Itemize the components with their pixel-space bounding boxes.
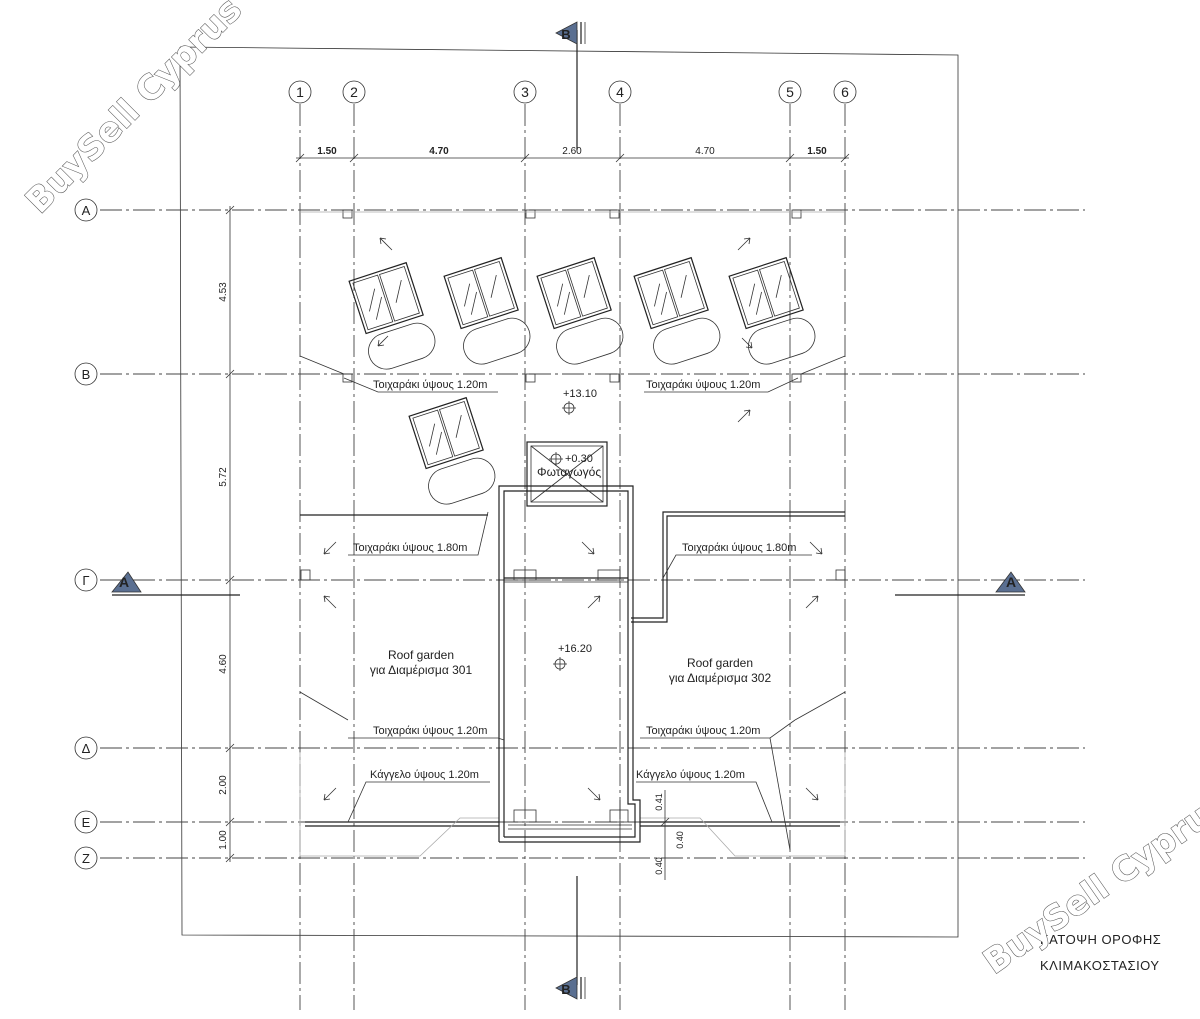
row-bubbles: A B Γ Δ E Z [74, 198, 98, 870]
column-bubble-5 [778, 80, 802, 104]
column-label-6: 6 [841, 84, 849, 100]
solar-heater [443, 256, 531, 365]
lightwell-level: +0.30 [565, 453, 593, 465]
svg-text:2.60: 2.60 [562, 146, 582, 157]
top-dimension-line: 1.50 4.70 2.60 4.70 1.50 [295, 146, 850, 163]
apartment-301-label: για Διαμέρισμα 301 [370, 663, 473, 677]
row-label-b: B [82, 367, 91, 382]
svg-text:A: A [119, 574, 129, 590]
title-line-1: ΚΑΤΟΨΗ ΟΡΟΦΗΣ [1040, 932, 1161, 947]
svg-text:5.72: 5.72 [218, 467, 229, 487]
lightwell: +0.30 Φωταγωγός [526, 441, 608, 507]
row-label-d: Δ [82, 741, 91, 756]
solar-heater [633, 256, 721, 365]
parapet-label-d-left: Τοιχαράκι ύψους 1.20m [373, 725, 487, 737]
svg-text:2.00: 2.00 [218, 775, 229, 795]
title-line-2: ΚΛΙΜΑΚΟΣΤΑΣΙΟΥ [1040, 958, 1160, 973]
parapet-label-g-right: Τοιχαράκι ύψους 1.80m [682, 542, 796, 554]
svg-text:4.70: 4.70 [429, 146, 449, 157]
column-label-1: 1 [296, 84, 304, 100]
row-label-a: A [82, 203, 91, 218]
row-label-e: E [82, 815, 91, 830]
level-upper: +13.10 [563, 388, 597, 400]
row-label-z: Z [82, 851, 90, 866]
leader-lines [343, 377, 812, 851]
columns-markers [300, 209, 846, 581]
solar-water-heaters [348, 256, 816, 505]
parapet-label-g-left: Τοιχαράκι ύψους 1.80m [353, 542, 467, 554]
svg-text:4.53: 4.53 [218, 282, 229, 302]
svg-text:B: B [561, 27, 570, 42]
column-bubble-3 [513, 80, 537, 104]
svg-text:4.70: 4.70 [695, 146, 715, 157]
level-markers: +13.10 +16.20 [553, 388, 597, 671]
roof-outline [299, 355, 846, 857]
solar-heater [728, 256, 816, 365]
drawing-title: ΚΑΤΟΨΗ ΟΡΟΦΗΣ ΚΛΙΜΑΚΟΣΤΑΣΙΟΥ [1040, 932, 1161, 973]
section-marker-b: B B [555, 21, 586, 1000]
svg-text:0.41: 0.41 [654, 793, 664, 811]
svg-text:1.50: 1.50 [807, 146, 827, 157]
svg-text:1.00: 1.00 [218, 830, 229, 850]
roof-garden-left: Roof garden [388, 648, 454, 662]
section-marker-a: A A [111, 571, 1026, 596]
lightwell-label: Φωταγωγός [537, 465, 601, 479]
column-label-5: 5 [786, 84, 794, 100]
svg-text:A: A [1006, 574, 1016, 590]
svg-text:1.50: 1.50 [317, 146, 337, 157]
watermark-top: BuySell Cyprus [18, 0, 250, 221]
parapet-label-d-right: Τοιχαράκι ύψους 1.20m [646, 725, 760, 737]
column-bubble-1 [288, 80, 312, 104]
column-bubbles: 1 2 3 4 5 6 [288, 80, 857, 104]
column-bubble-4 [608, 80, 632, 104]
svg-text:B: B [561, 982, 570, 997]
apartment-302-label: για Διαμέρισμα 302 [669, 671, 772, 685]
solar-heater [536, 256, 624, 365]
slope-arrows [323, 237, 823, 801]
row-label-g: Γ [82, 573, 89, 588]
solar-heater [408, 396, 496, 505]
annotations: Τοιχαράκι ύψους 1.20m Τοιχαράκι ύψους 1.… [353, 379, 796, 880]
column-label-3: 3 [521, 84, 529, 100]
stair-core [498, 485, 641, 843]
left-dimension-line: 4.53 5.72 4.60 2.00 1.00 [218, 205, 235, 863]
railing-label-right: Κάγγελο ύψους 1.20m [636, 769, 745, 781]
svg-text:4.60: 4.60 [218, 654, 229, 674]
watermark-bottom: BuySell Cyprus [976, 785, 1200, 983]
railing-label-left: Κάγγελο ύψους 1.20m [370, 769, 479, 781]
parapet-label-b-right: Τοιχαράκι ύψους 1.20m [646, 379, 760, 391]
svg-text:0.40: 0.40 [675, 831, 685, 849]
level-stair: +16.20 [558, 643, 592, 655]
column-bubble-2 [342, 80, 366, 104]
column-label-4: 4 [616, 84, 624, 100]
row-grid-lines [100, 209, 1085, 859]
column-grid-lines [299, 104, 846, 1010]
solar-heater [348, 261, 436, 370]
column-label-2: 2 [350, 84, 358, 100]
column-bubble-6 [833, 80, 857, 104]
svg-text:0.40: 0.40 [654, 857, 664, 875]
outer-frame [179, 46, 959, 938]
parapet-label-b-left: Τοιχαράκι ύψους 1.20m [373, 379, 487, 391]
roof-garden-right: Roof garden [687, 656, 753, 670]
